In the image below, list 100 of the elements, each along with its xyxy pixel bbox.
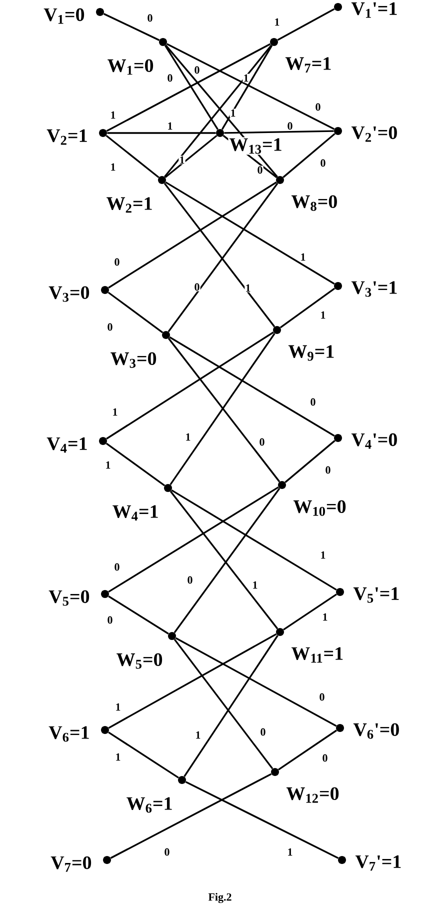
edge-label: 1 <box>114 752 122 762</box>
connector-line <box>108 633 277 729</box>
connector-line <box>169 336 335 437</box>
edge-label: 0 <box>260 728 266 736</box>
edge-label: 0 <box>318 692 326 702</box>
connector-line <box>175 637 337 727</box>
edge-label: 1 <box>112 408 118 416</box>
edge-label: 1 <box>166 122 174 130</box>
node-dot <box>101 726 109 734</box>
node-dot <box>336 588 344 596</box>
connector-line <box>108 732 179 778</box>
node-label: V$_{5}$'=1 <box>352 586 401 604</box>
connector-line <box>284 440 336 483</box>
figure-caption: Fig.2 <box>208 893 232 904</box>
node-label: V$_{6}$'=0 <box>352 722 401 740</box>
node-label: V$_{6}$=1 <box>48 725 91 743</box>
node-dot <box>164 484 172 492</box>
edge-label: 0 <box>114 258 120 266</box>
node-label: V$_{1}$'=1 <box>350 1 399 19</box>
edge-label: 1 <box>244 284 252 292</box>
edge-label: 0 <box>146 14 154 22</box>
edge-label: 0 <box>256 166 264 174</box>
connector-line <box>174 638 274 770</box>
node-dot <box>276 628 284 636</box>
edge-label: 1 <box>252 580 258 590</box>
node-dot <box>99 437 107 445</box>
edge-label: 0 <box>194 66 200 74</box>
edge-label: 1 <box>194 730 202 740</box>
node-dot <box>158 176 166 184</box>
edge-label: 0 <box>310 398 316 406</box>
node-dot <box>276 176 284 184</box>
connector-line <box>171 489 337 591</box>
node-dot <box>334 127 342 135</box>
node-label: V$_{7}$'=1 <box>354 854 403 872</box>
connector-line <box>278 730 337 770</box>
edge-label: 0 <box>106 616 114 624</box>
node-label: W$_{10}$=0 <box>292 499 348 517</box>
node-label: V$_{5}$=0 <box>48 589 91 607</box>
node-label: W$_{11}$=1 <box>290 646 345 664</box>
edge-label: 0 <box>324 466 332 474</box>
node-label: V$_{7}$=0 <box>50 855 93 873</box>
node-label: V$_{3}$=0 <box>48 285 91 303</box>
node-dot <box>338 856 346 864</box>
node-label: V$_{1}$=0 <box>42 7 86 25</box>
edge-label: 0 <box>320 158 326 168</box>
edge-label: 1 <box>104 460 112 470</box>
node-label: V$_{2}$=1 <box>46 128 89 146</box>
node-label: W$_{9}$=1 <box>287 344 336 362</box>
connector-line <box>106 442 166 486</box>
connector-line <box>110 773 272 859</box>
connector-line <box>165 181 335 285</box>
edge-label: 1 <box>110 162 116 172</box>
edge-label: 1 <box>300 252 306 262</box>
connector-line <box>106 134 160 178</box>
edge-label: 0 <box>194 282 200 292</box>
node-dot <box>278 481 286 489</box>
edge-label: 0 <box>114 562 120 572</box>
edge-label: 1 <box>274 18 280 26</box>
node-label: V$_{2}$'=0 <box>350 125 399 143</box>
connector-line <box>108 486 279 593</box>
node-label: V$_{4}$=1 <box>46 436 89 454</box>
connector-line <box>108 182 277 288</box>
node-dot <box>96 8 104 16</box>
edge-label: 0 <box>166 74 174 82</box>
edge-label: 0 <box>322 754 328 762</box>
node-label: V$_{3}$'=1 <box>350 280 399 298</box>
edge-label: 0 <box>106 322 114 332</box>
edge-label: 0 <box>164 848 170 856</box>
node-dot <box>162 331 170 339</box>
connector-line <box>164 134 218 178</box>
connector-line <box>185 781 339 859</box>
edge-label: 1 <box>320 310 326 320</box>
connector-line <box>107 132 216 134</box>
connector-line <box>166 43 335 130</box>
node-dot <box>273 326 281 334</box>
edge-label: 0 <box>186 576 194 584</box>
node-label: W$_{5}$=0 <box>115 652 164 670</box>
edge-label: 1 <box>114 702 122 712</box>
edge-label: 1 <box>286 848 294 856</box>
connector-line <box>103 13 160 41</box>
connector-line <box>106 43 271 132</box>
edge-label: 1 <box>178 156 186 164</box>
node-dot <box>101 286 109 294</box>
connector-line <box>108 292 164 334</box>
node-dot <box>334 3 342 11</box>
node-dot <box>99 129 107 137</box>
node-dot <box>159 38 167 46</box>
edge-label: 1 <box>242 74 250 82</box>
node-dot <box>271 768 279 776</box>
node-label: W$_{2}$=1 <box>105 196 154 214</box>
node-dot <box>216 129 224 137</box>
node-dot <box>334 282 342 290</box>
connector-line <box>108 596 169 634</box>
node-label: W$_{4}$=1 <box>111 504 160 522</box>
node-dot <box>270 38 278 46</box>
node-dot <box>101 590 109 598</box>
node-dot <box>178 776 186 784</box>
node-dot <box>103 856 111 864</box>
connector-line <box>277 8 335 41</box>
connector-line <box>221 45 273 130</box>
